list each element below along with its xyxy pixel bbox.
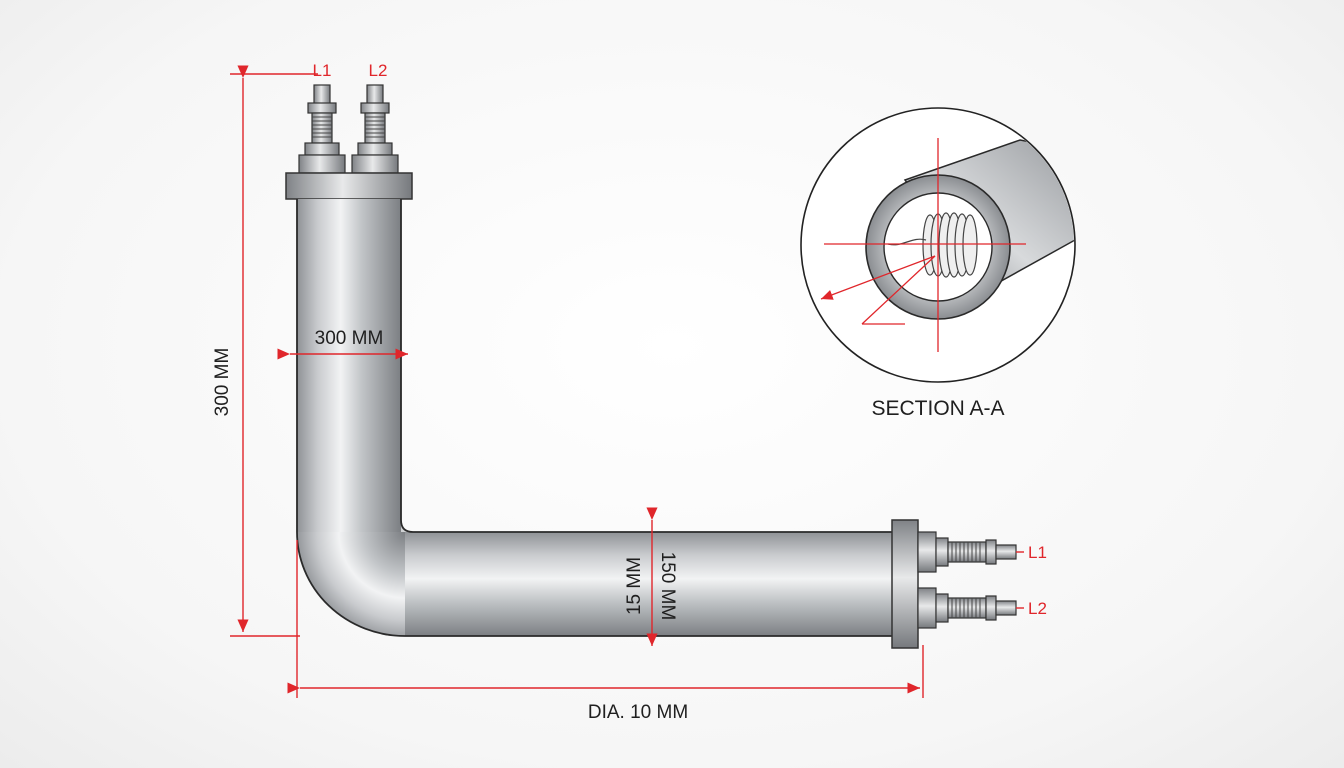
terminal-label-top-right: L2: [369, 61, 388, 80]
tube-height-label-b: 150 MM: [657, 552, 678, 621]
terminal-label-side-lower: L2: [1028, 599, 1047, 618]
side-flange: [891, 519, 919, 649]
side-terminal-lower: [917, 587, 1017, 629]
side-terminal-upper: [917, 531, 1017, 573]
section-detail: SECTION A-A: [800, 107, 1076, 420]
height-dimension-label: 300 MM: [212, 348, 233, 417]
top-flange: [285, 172, 413, 200]
top-terminal-right: [351, 84, 399, 174]
terminal-label-side-upper: L1: [1028, 543, 1047, 562]
dimension-lines: [230, 65, 1024, 698]
section-title: SECTION A-A: [871, 397, 1004, 420]
terminal-label-top-left: L1: [313, 61, 332, 80]
top-terminal-left: [298, 84, 346, 174]
overall-length-label: DIA. 10 MM: [588, 702, 688, 723]
tube-height-label-a: 15 MM: [624, 557, 645, 615]
tube-width-dimension-label: 300 MM: [315, 328, 384, 349]
